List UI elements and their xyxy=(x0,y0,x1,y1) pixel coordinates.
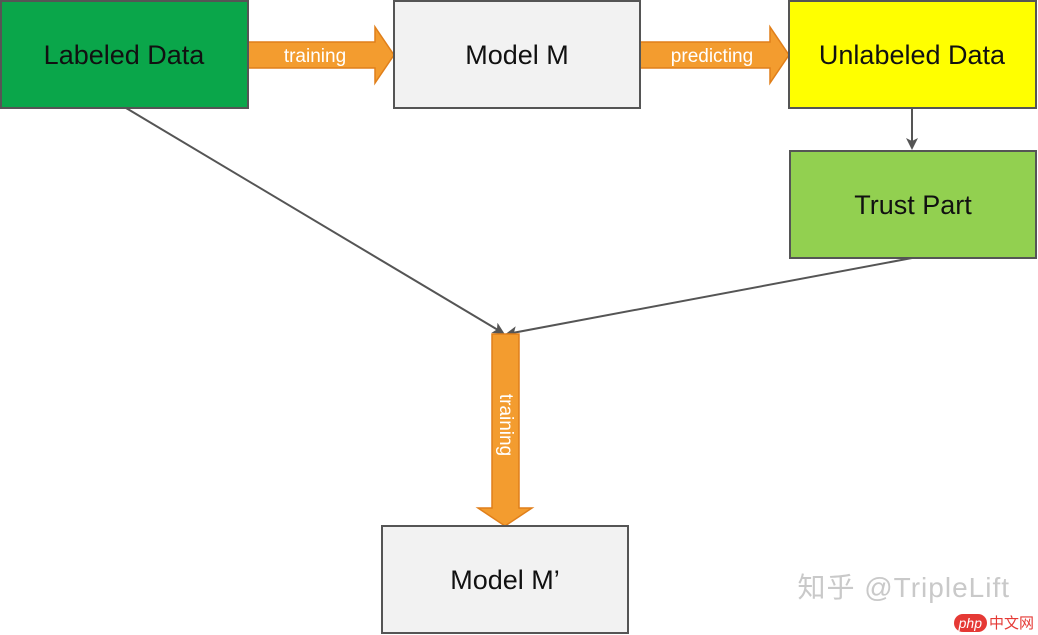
connector-labeled-to-model-m-prime xyxy=(125,107,505,335)
training-arrow-vertical xyxy=(475,333,535,527)
node-model-m-prime: Model M’ xyxy=(381,525,629,634)
zhihu-watermark: 知乎 @TripleLift xyxy=(797,572,1010,603)
node-model-m-label: Model M xyxy=(465,40,569,70)
node-model-m-prime-label: Model M’ xyxy=(450,565,560,595)
node-trust-part-label: Trust Part xyxy=(854,190,972,220)
node-trust-part: Trust Part xyxy=(789,150,1037,259)
php-logo: php xyxy=(953,613,987,632)
training-arrow-vertical-label: training xyxy=(495,394,516,456)
node-model-m: Model M xyxy=(393,0,641,109)
node-labeled-data-label: Labeled Data xyxy=(44,40,206,70)
php-watermark-text: 中文网 xyxy=(988,615,1034,632)
predicting-arrow-label: predicting xyxy=(671,46,753,67)
php-watermark: php 中文网 xyxy=(953,612,1034,633)
connector-trust-to-model-m-prime xyxy=(505,257,913,339)
node-unlabeled-data-label: Unlabeled Data xyxy=(819,40,1006,70)
node-labeled-data: Labeled Data xyxy=(0,0,249,109)
training-arrow-top-label: training xyxy=(284,46,346,67)
predicting-arrow xyxy=(639,24,790,86)
training-arrow-top xyxy=(247,24,395,86)
node-unlabeled-data: Unlabeled Data xyxy=(788,0,1037,109)
